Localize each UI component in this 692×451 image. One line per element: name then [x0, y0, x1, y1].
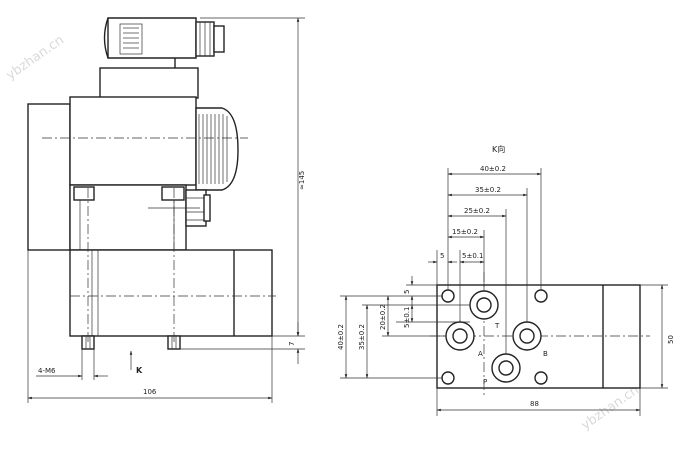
dim-base-offset: 7 — [180, 322, 305, 364]
mounting-hole — [534, 289, 548, 303]
dim-overall-width: 106 — [27, 250, 273, 403]
mounting-hole — [441, 289, 455, 303]
valve-body-upper — [69, 184, 211, 251]
dim-v5-tol-label: 5±0.1 — [403, 307, 411, 328]
view-k-label: K — [136, 366, 143, 375]
connector-plug — [99, 17, 225, 99]
overall-height-label: ≈145 — [298, 171, 306, 190]
dim-thread: 4-M6 — [36, 349, 108, 380]
watermark-bottom-right: ybzhan.cn — [579, 383, 642, 434]
port-b-label: B — [543, 350, 548, 358]
thread-label: 4-M6 — [38, 367, 56, 375]
port-a-label: A — [478, 350, 483, 358]
dim-v20-label: 20±0.2 — [379, 304, 387, 330]
dim-25-label: 25±0.2 — [464, 207, 490, 215]
port-t-label: T — [494, 322, 500, 330]
dims-horizontal: 40±0.2 35±0.2 25±0.2 15±0.2 5 5±0.1 — [428, 165, 542, 354]
dim-overall-height: ≈145 — [200, 17, 306, 337]
width-label: 88 — [530, 400, 539, 408]
dim-5-tol-label: 5±0.1 — [462, 252, 483, 260]
dims-vertical: 40±0.2 35±0.2 20±0.2 5±0.1 5 — [337, 276, 470, 379]
side-view: ≈145 7 4-M6 K 106 — [27, 17, 306, 403]
dim-v40-label: 40±0.2 — [337, 324, 345, 350]
height-label: 50 — [667, 335, 675, 344]
mounting-hole — [441, 371, 455, 385]
solenoid-coil — [27, 96, 239, 251]
watermark-top-left: ybzhan.cn — [4, 33, 67, 84]
dim-width: 88 — [436, 388, 641, 416]
k-view-title: K向 — [492, 144, 505, 154]
dim-5-label: 5 — [440, 252, 444, 260]
base-offset-label: 7 — [288, 342, 296, 346]
k-view: K向 T A B P — [337, 144, 675, 416]
dim-15-label: 15±0.2 — [452, 228, 478, 236]
view-k-arrow: K — [129, 350, 143, 375]
valve-body-lower — [69, 249, 273, 350]
dim-40-label: 40±0.2 — [480, 165, 506, 173]
port-p-label: P — [483, 378, 487, 386]
dim-v35-label: 35±0.2 — [358, 324, 366, 350]
overall-width-label: 106 — [143, 388, 157, 396]
dim-height: 50 — [640, 284, 675, 389]
mounting-hole — [534, 371, 548, 385]
dim-v5-label: 5 — [403, 290, 411, 294]
dim-35-label: 35±0.2 — [475, 186, 501, 194]
